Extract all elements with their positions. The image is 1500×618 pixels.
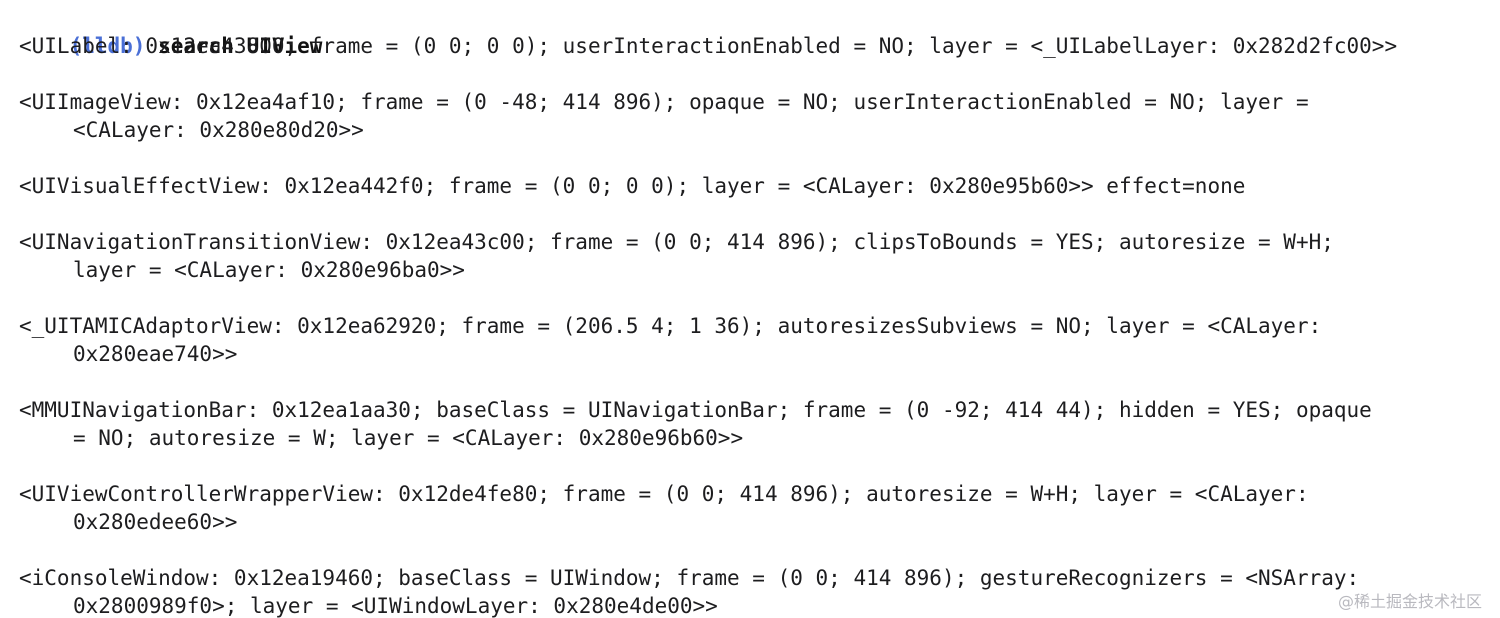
watermark: @稀土掘金技术社区 <box>1337 592 1482 611</box>
output-line: <UIImageView: 0x12ea4af10; frame = (0 -4… <box>19 90 1309 114</box>
output-line: <UIViewControllerWrapperView: 0x12de4fe8… <box>19 482 1309 506</box>
lldb-prompt: (lldb) <box>69 34 146 58</box>
output-line-continued: layer = <CALayer: 0x280e96ba0>> <box>73 258 465 282</box>
output-line-continued: 0x2800989f0>; layer = <UIWindowLayer: 0x… <box>73 594 718 618</box>
output-line: <UILabel: 0x12ea43800; frame = (0 0; 0 0… <box>19 34 1398 58</box>
cutoff-previous-line: ' ' ' ' ' ' ' <box>540 0 881 6</box>
output-line-continued: <CALayer: 0x280e80d20>> <box>73 118 364 142</box>
output-line-continued: 0x280edee60>> <box>73 510 238 534</box>
output-line: <MMUINavigationBar: 0x12ea1aa30; baseCla… <box>19 398 1372 422</box>
output-line: <iConsoleWindow: 0x12ea19460; baseClass … <box>19 566 1360 590</box>
command-text: search UIView <box>158 34 323 58</box>
output-line: <UINavigationTransitionView: 0x12ea43c00… <box>19 230 1334 254</box>
scrollbar[interactable] <box>1494 0 1500 618</box>
prompt-line: (lldb) search UIView <box>19 4 323 58</box>
output-line: <UIVisualEffectView: 0x12ea442f0; frame … <box>19 174 1246 198</box>
output-line-continued: 0x280eae740>> <box>73 342 238 366</box>
output-line-continued: = NO; autoresize = W; layer = <CALayer: … <box>73 426 744 450</box>
output-line: <_UITAMICAdaptorView: 0x12ea62920; frame… <box>19 314 1322 338</box>
